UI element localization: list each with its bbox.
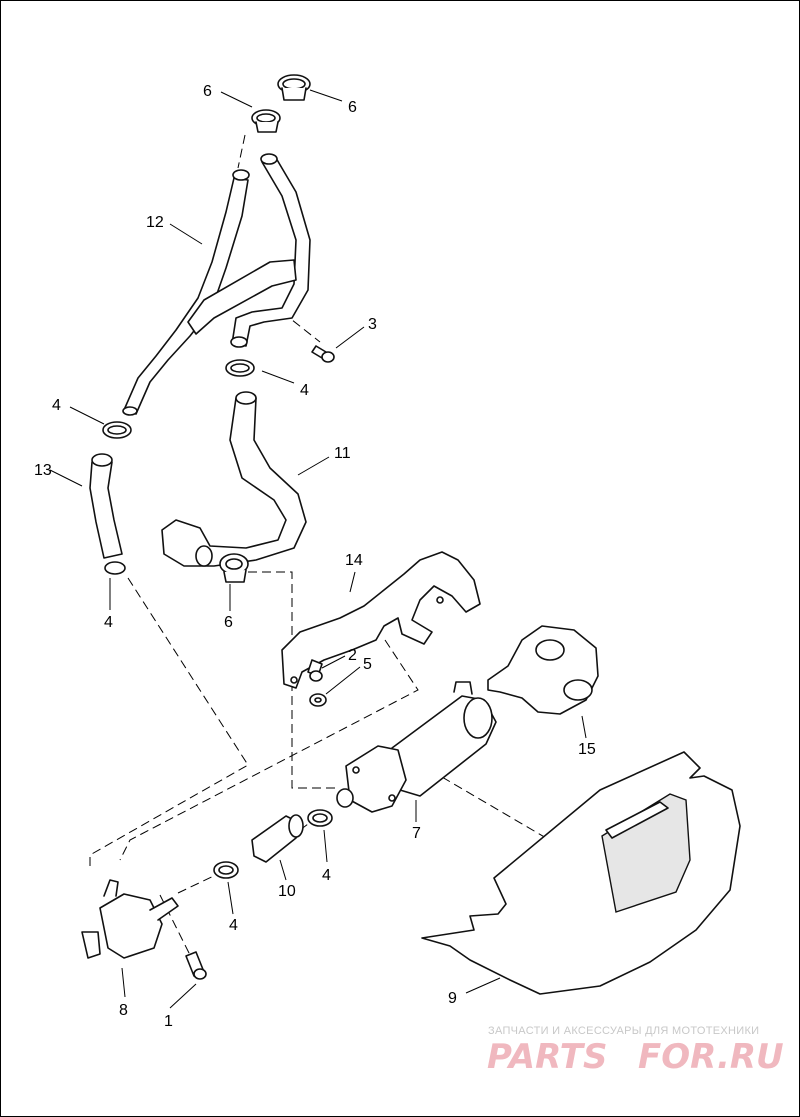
callout-9: 9 <box>448 990 457 1007</box>
callout-12: 12 <box>146 214 164 231</box>
part-bracket-14 <box>281 551 481 689</box>
watermark: ЗАПЧАСТИ И АКСЕССУАРЫ ДЛЯ МОТОТЕХНИКИ PA… <box>487 1025 784 1077</box>
callout-6-top-right: 6 <box>348 99 357 116</box>
part-bolt-1 <box>185 951 207 980</box>
part-screw-3 <box>311 345 335 363</box>
part-clamps-4 <box>102 359 333 879</box>
callout-11: 11 <box>334 445 351 462</box>
part-hose-clamp-lower <box>219 553 249 583</box>
callout-14: 14 <box>345 552 363 569</box>
callout-15: 15 <box>578 741 596 758</box>
callout-4-upper-left: 4 <box>52 397 61 414</box>
watermark-tagline: ЗАПЧАСТИ И АКСЕССУАРЫ ДЛЯ МОТОТЕХНИКИ <box>488 1025 759 1037</box>
callout-10: 10 <box>278 883 296 900</box>
callout-labels: 6 6 12 3 4 4 11 13 4 6 14 2 5 15 7 10 4 … <box>34 83 596 1030</box>
part-grommet-5 <box>309 693 327 707</box>
part-formed-hose <box>122 153 311 416</box>
part-hose-11 <box>161 391 307 567</box>
part-hose-clamp-top <box>251 74 311 133</box>
callout-4-upper-right: 4 <box>300 382 309 399</box>
part-pump-7 <box>336 681 497 813</box>
callout-13: 13 <box>34 462 52 479</box>
callout-6-lower: 6 <box>224 614 233 631</box>
callout-5: 5 <box>363 656 372 673</box>
callout-2: 2 <box>348 647 357 664</box>
part-mount-15 <box>487 625 599 715</box>
watermark-logo-left: PARTS <box>487 1037 607 1077</box>
callout-4-lower-left: 4 <box>229 917 238 934</box>
watermark-logo-right: FOR.RU <box>638 1037 784 1077</box>
callout-8: 8 <box>119 1002 128 1019</box>
callout-7: 7 <box>412 825 421 842</box>
callout-4-mid-left: 4 <box>104 614 113 631</box>
part-hose-13 <box>89 453 123 559</box>
part-sleeve-10 <box>251 814 304 863</box>
callout-3: 3 <box>368 316 377 333</box>
part-screw-2 <box>307 659 323 682</box>
callout-4-lower-right: 4 <box>322 867 331 884</box>
leader-lines <box>49 89 587 1009</box>
callout-6-top-left: 6 <box>203 83 212 100</box>
part-cover-9 <box>421 751 741 995</box>
part-pump-8 <box>81 879 179 959</box>
callout-1: 1 <box>164 1013 173 1030</box>
